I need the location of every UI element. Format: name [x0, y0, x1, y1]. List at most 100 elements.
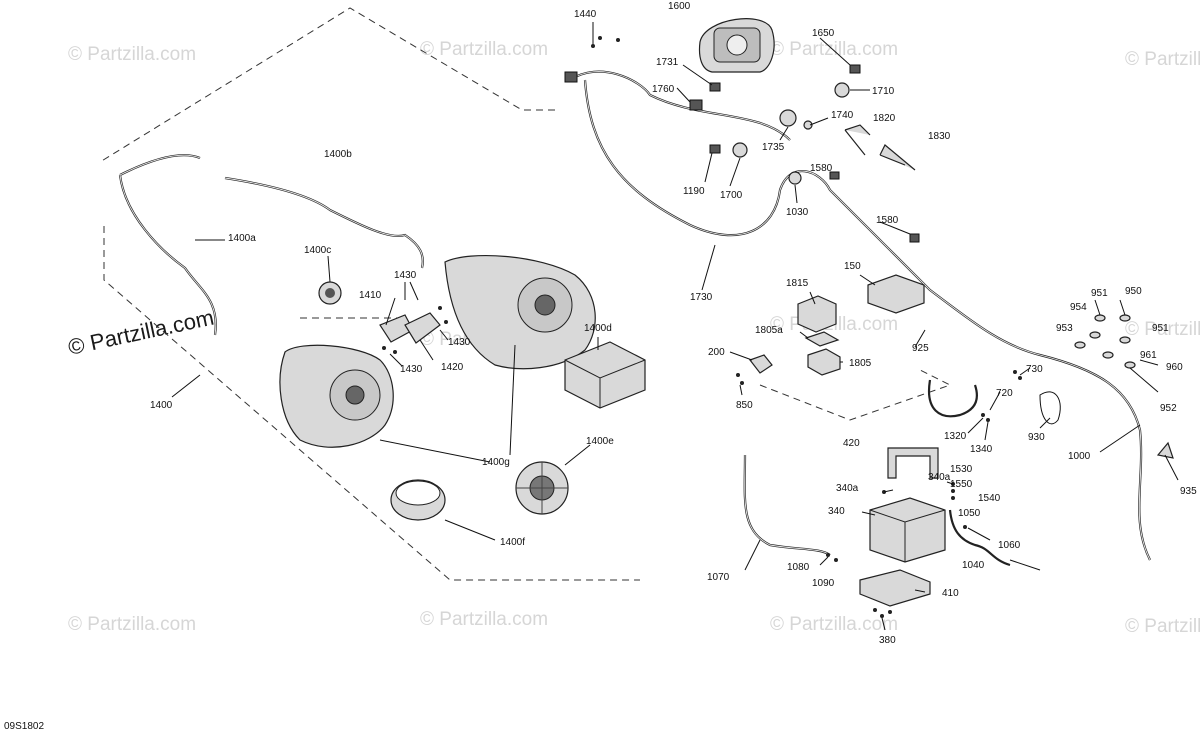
label-1805a: 1805a: [755, 325, 783, 336]
connector-1731: [709, 82, 721, 92]
label-1400b: 1400b: [324, 149, 352, 160]
diagram-reference-code: 09S1802: [4, 721, 44, 732]
label-1830: 1830: [928, 131, 951, 142]
switch-1710: [834, 82, 850, 98]
label-930: 930: [1028, 432, 1045, 443]
label-1430-right: 1430: [448, 337, 471, 348]
relay-1815: [797, 295, 837, 333]
label-730: 730: [1026, 364, 1043, 375]
part-labels: 1440 1600 1650 1731 1760 1710 1740 1820 …: [150, 1, 1197, 646]
watermark-prominent: © Partzilla.com: [66, 305, 216, 360]
cable-1040: [948, 509, 1011, 567]
label-1030: 1030: [786, 207, 809, 218]
label-1730: 1730: [690, 292, 713, 303]
label-1410: 1410: [359, 290, 382, 301]
label-1040: 1040: [962, 560, 985, 571]
label-952: 952: [1160, 403, 1177, 414]
speaker-pod-right: [444, 254, 596, 370]
harness-1820: [844, 124, 871, 156]
gauge-cluster-1600: [698, 18, 775, 73]
label-1650: 1650: [812, 28, 835, 39]
label-1400e: 1400e: [586, 436, 614, 447]
leader-lines: [171, 22, 1179, 631]
label-1600: 1600: [668, 1, 691, 12]
gasket-1805a: [804, 331, 840, 347]
speaker-pod-left: [279, 344, 394, 448]
label-150: 150: [844, 261, 861, 272]
label-1400f: 1400f: [500, 537, 525, 548]
label-1710: 1710: [872, 86, 895, 97]
switch-1735: [779, 109, 797, 127]
dashed-frame-lower: [103, 226, 640, 581]
connector: [564, 71, 578, 83]
label-720: 720: [996, 388, 1013, 399]
label-1050: 1050: [958, 508, 981, 519]
knob-1400c: [318, 281, 342, 305]
label-1070: 1070: [707, 572, 730, 583]
label-1580-upper: 1580: [810, 163, 833, 174]
battery-340: [869, 497, 946, 563]
label-1090: 1090: [812, 578, 835, 589]
dashed-frame-battery: [759, 369, 952, 421]
battery-tray-410: [859, 569, 931, 607]
label-340a-left: 340a: [836, 483, 859, 494]
label-1740: 1740: [831, 110, 854, 121]
label-951-top: 951: [1091, 288, 1108, 299]
label-954: 954: [1070, 302, 1087, 313]
label-1550: 1550: [950, 479, 973, 490]
bracket-1420: [404, 312, 441, 344]
harness-1830: [879, 144, 916, 171]
harness-loop-720: [927, 379, 978, 418]
connector-1190: [709, 144, 721, 154]
watermark: © Partzilla.com: [1125, 319, 1200, 340]
label-951-right: 951: [1152, 323, 1169, 334]
label-1735: 1735: [762, 142, 785, 153]
label-380: 380: [879, 635, 896, 646]
label-1820: 1820: [873, 113, 896, 124]
label-950: 950: [1125, 286, 1142, 297]
label-935: 935: [1180, 486, 1197, 497]
label-410: 410: [942, 588, 959, 599]
watermark: © Partzilla.com: [1125, 49, 1200, 70]
label-1420: 1420: [441, 362, 464, 373]
watermark: © Partzilla.com: [770, 614, 898, 635]
watermark: © Partzilla.com: [68, 614, 196, 635]
label-953: 953: [1056, 323, 1073, 334]
battery-strap-420: [887, 447, 939, 479]
tie-930: [1039, 391, 1061, 425]
connector-1580: [829, 171, 840, 180]
label-1430-bottom: 1430: [400, 364, 423, 375]
watermark: © Partzilla.com: [770, 39, 898, 60]
parts: [279, 18, 1174, 618]
label-1000: 1000: [1068, 451, 1091, 462]
watermark: © Partzilla.com: [1125, 616, 1200, 637]
label-1400: 1400: [150, 400, 173, 411]
label-850: 850: [736, 400, 753, 411]
fuse-box-1805: [807, 348, 841, 376]
fasteners: [382, 36, 1022, 618]
label-1190: 1190: [683, 186, 705, 197]
watermark-layer: © Partzilla.com © Partzilla.com © Partzi…: [66, 39, 1200, 637]
label-1540: 1540: [978, 493, 1001, 504]
label-1080: 1080: [787, 562, 810, 573]
plug-1740: [803, 120, 813, 130]
connector-1760: [689, 99, 703, 111]
clips-950-series: [1074, 314, 1136, 369]
sensor-200: [749, 354, 773, 374]
label-1400d: 1400d: [584, 323, 612, 334]
label-1060: 1060: [998, 540, 1021, 551]
label-1440: 1440: [574, 9, 597, 20]
cable-1070: [743, 454, 831, 556]
label-340: 340: [828, 506, 845, 517]
speaker-ring-1400f: [390, 479, 446, 521]
dashed-frame-upper: [99, 7, 555, 163]
harness-wires: [118, 70, 1151, 567]
watermark: © Partzilla.com: [420, 609, 548, 630]
watermark: © Partzilla.com: [68, 44, 196, 65]
switch-1700: [732, 142, 748, 158]
watermark: © Partzilla.com: [420, 39, 548, 60]
connector-1580b: [909, 233, 920, 243]
label-1805: 1805: [849, 358, 872, 369]
label-1760: 1760: [652, 84, 675, 95]
